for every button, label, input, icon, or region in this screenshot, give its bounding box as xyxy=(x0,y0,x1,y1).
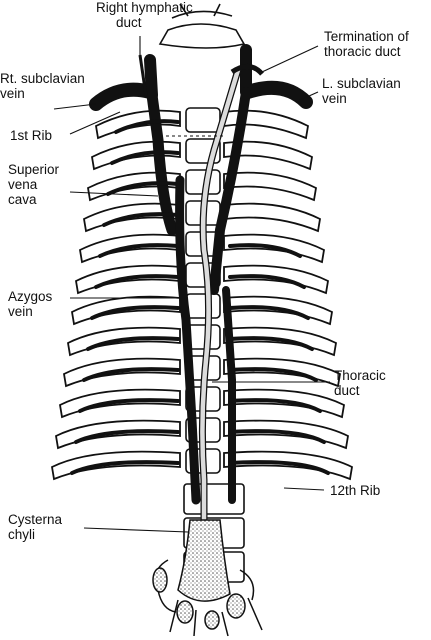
cervical-vertebra xyxy=(158,3,246,49)
intercostal-vein-right-12 xyxy=(70,460,180,475)
rib-left-4 xyxy=(223,202,321,233)
intercostal-vein-left-8 xyxy=(228,336,314,351)
intercostal-vein-right-1 xyxy=(114,119,180,134)
intercostal-vein-right-6 xyxy=(94,274,180,289)
intercostal-vein-left-11 xyxy=(228,429,326,444)
intercostal-vein-left-10 xyxy=(228,398,322,413)
leader-lines xyxy=(53,36,330,533)
rib-right-12 xyxy=(51,450,181,481)
intercostal-vein-right-7 xyxy=(90,305,180,320)
thoracic-duct-vessel xyxy=(138,54,264,520)
intercostal-vein-right-3 xyxy=(106,181,180,196)
intercostal-vein-left-6 xyxy=(228,274,306,289)
intercostal-vein-right-9 xyxy=(82,367,180,382)
intercostal-vein-left-9 xyxy=(228,367,318,382)
right-lymphatic-duct-vessel xyxy=(138,54,148,97)
vertebra-t1 xyxy=(185,107,221,133)
intercostal-vein-right-10 xyxy=(78,398,180,413)
label-twelfth-rib: 12th Rib xyxy=(330,483,381,498)
rib-left-2 xyxy=(223,140,313,171)
ribs-right xyxy=(223,109,353,481)
left-subclavian-vein xyxy=(241,80,313,109)
label-first-rib: 1st Rib xyxy=(10,128,53,143)
subclavian-veins xyxy=(89,44,313,111)
rib-left-12 xyxy=(223,450,353,481)
intercostal-vein-left-5 xyxy=(228,243,302,258)
intercostal-vein-right-4 xyxy=(102,212,180,227)
right-jugular-vein xyxy=(144,54,158,101)
thoracic-duct-arch xyxy=(230,64,264,76)
intercostal-vein-right-8 xyxy=(86,336,180,351)
intercostal-vein-right-5 xyxy=(98,243,180,258)
rib-left-3 xyxy=(223,171,317,202)
cysterna-chyli-sac xyxy=(152,519,263,637)
left-brachiocephalic-vein xyxy=(209,87,251,295)
great-veins xyxy=(146,87,251,505)
vertebra-t7 xyxy=(185,293,221,319)
intercostal-vein-right-2 xyxy=(110,150,180,165)
hemiazygos-vein-path xyxy=(222,286,236,504)
intercostal-veins xyxy=(70,119,330,475)
superior-vena-cava xyxy=(146,89,178,236)
right-subclavian-vein xyxy=(89,82,157,111)
intercostal-vein-right-11 xyxy=(74,429,180,444)
azygos-vein-path xyxy=(175,175,201,505)
intercostal-vein-left-12 xyxy=(228,460,330,475)
intercostal-vein-left-7 xyxy=(228,305,310,320)
